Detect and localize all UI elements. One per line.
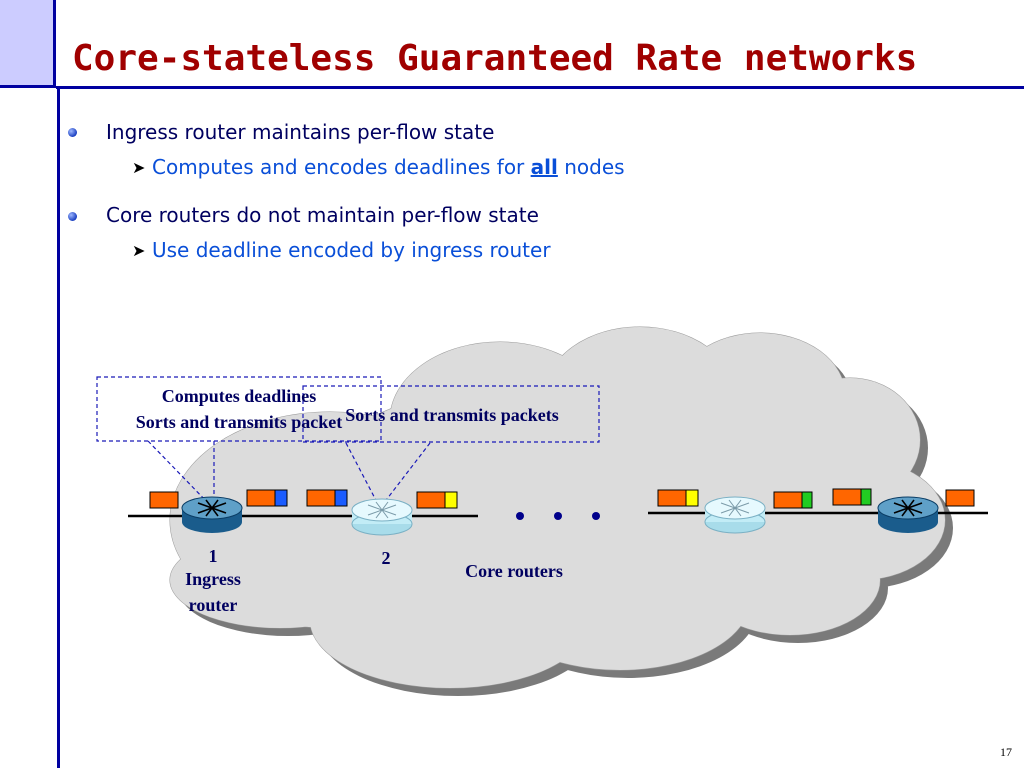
core-routers-label: Core routers — [465, 561, 563, 581]
bullet-diamond-icon — [68, 128, 77, 137]
ellipsis-dot — [516, 512, 524, 520]
arrow-bullet-icon: ➤ — [132, 158, 146, 177]
packet-tag — [685, 489, 699, 507]
title-rule — [56, 86, 1024, 89]
packet-tag — [860, 488, 872, 506]
core-router-icon — [351, 498, 413, 536]
packet — [149, 491, 179, 509]
packet — [416, 491, 446, 509]
router1-number: 1 — [209, 546, 218, 566]
emphasis-all: all — [530, 155, 558, 179]
bullet-1-text: Ingress router maintains per-flow state — [106, 120, 495, 144]
slide-title: Core-stateless Guaranteed Rate networks — [72, 38, 918, 79]
corner-decoration — [0, 0, 56, 88]
core-router-icon — [704, 496, 766, 534]
callout-ingress — [96, 376, 382, 442]
router1-label-line1: Ingress — [185, 569, 241, 589]
callout-ingress-line1: Computes deadlines — [162, 386, 317, 406]
page-number: 17 — [1000, 745, 1012, 759]
packet-tag — [444, 491, 458, 509]
packet-group — [149, 488, 975, 509]
bullet-2-subtext: Use deadline encoded by ingress router — [152, 238, 551, 262]
router1-label-line2: router — [189, 595, 238, 615]
callout-core — [302, 385, 600, 443]
packet — [306, 489, 336, 507]
packet — [832, 488, 862, 506]
packet-tag — [801, 491, 813, 509]
bullet-diamond-icon — [68, 212, 77, 221]
packet — [657, 489, 687, 507]
bullet-2-text: Core routers do not maintain per-flow st… — [106, 203, 539, 227]
callout-ingress-line2: Sorts and transmits packet — [136, 412, 343, 432]
ingress-router-icon — [181, 496, 243, 534]
packet — [945, 489, 975, 507]
packet-tag — [334, 489, 348, 507]
bullet-1-subtext: Computes and encodes deadlines for all n… — [152, 155, 625, 179]
egress-router-icon — [877, 496, 939, 534]
ellipsis-dot — [592, 512, 600, 520]
packet — [773, 491, 803, 509]
callout-core-text: Sorts and transmits packets — [345, 405, 559, 425]
ellipsis-dot — [554, 512, 562, 520]
packet-tag — [274, 489, 288, 507]
left-rule — [57, 88, 60, 768]
packet — [246, 489, 276, 507]
router2-number: 2 — [382, 548, 391, 568]
arrow-bullet-icon: ➤ — [132, 241, 146, 260]
